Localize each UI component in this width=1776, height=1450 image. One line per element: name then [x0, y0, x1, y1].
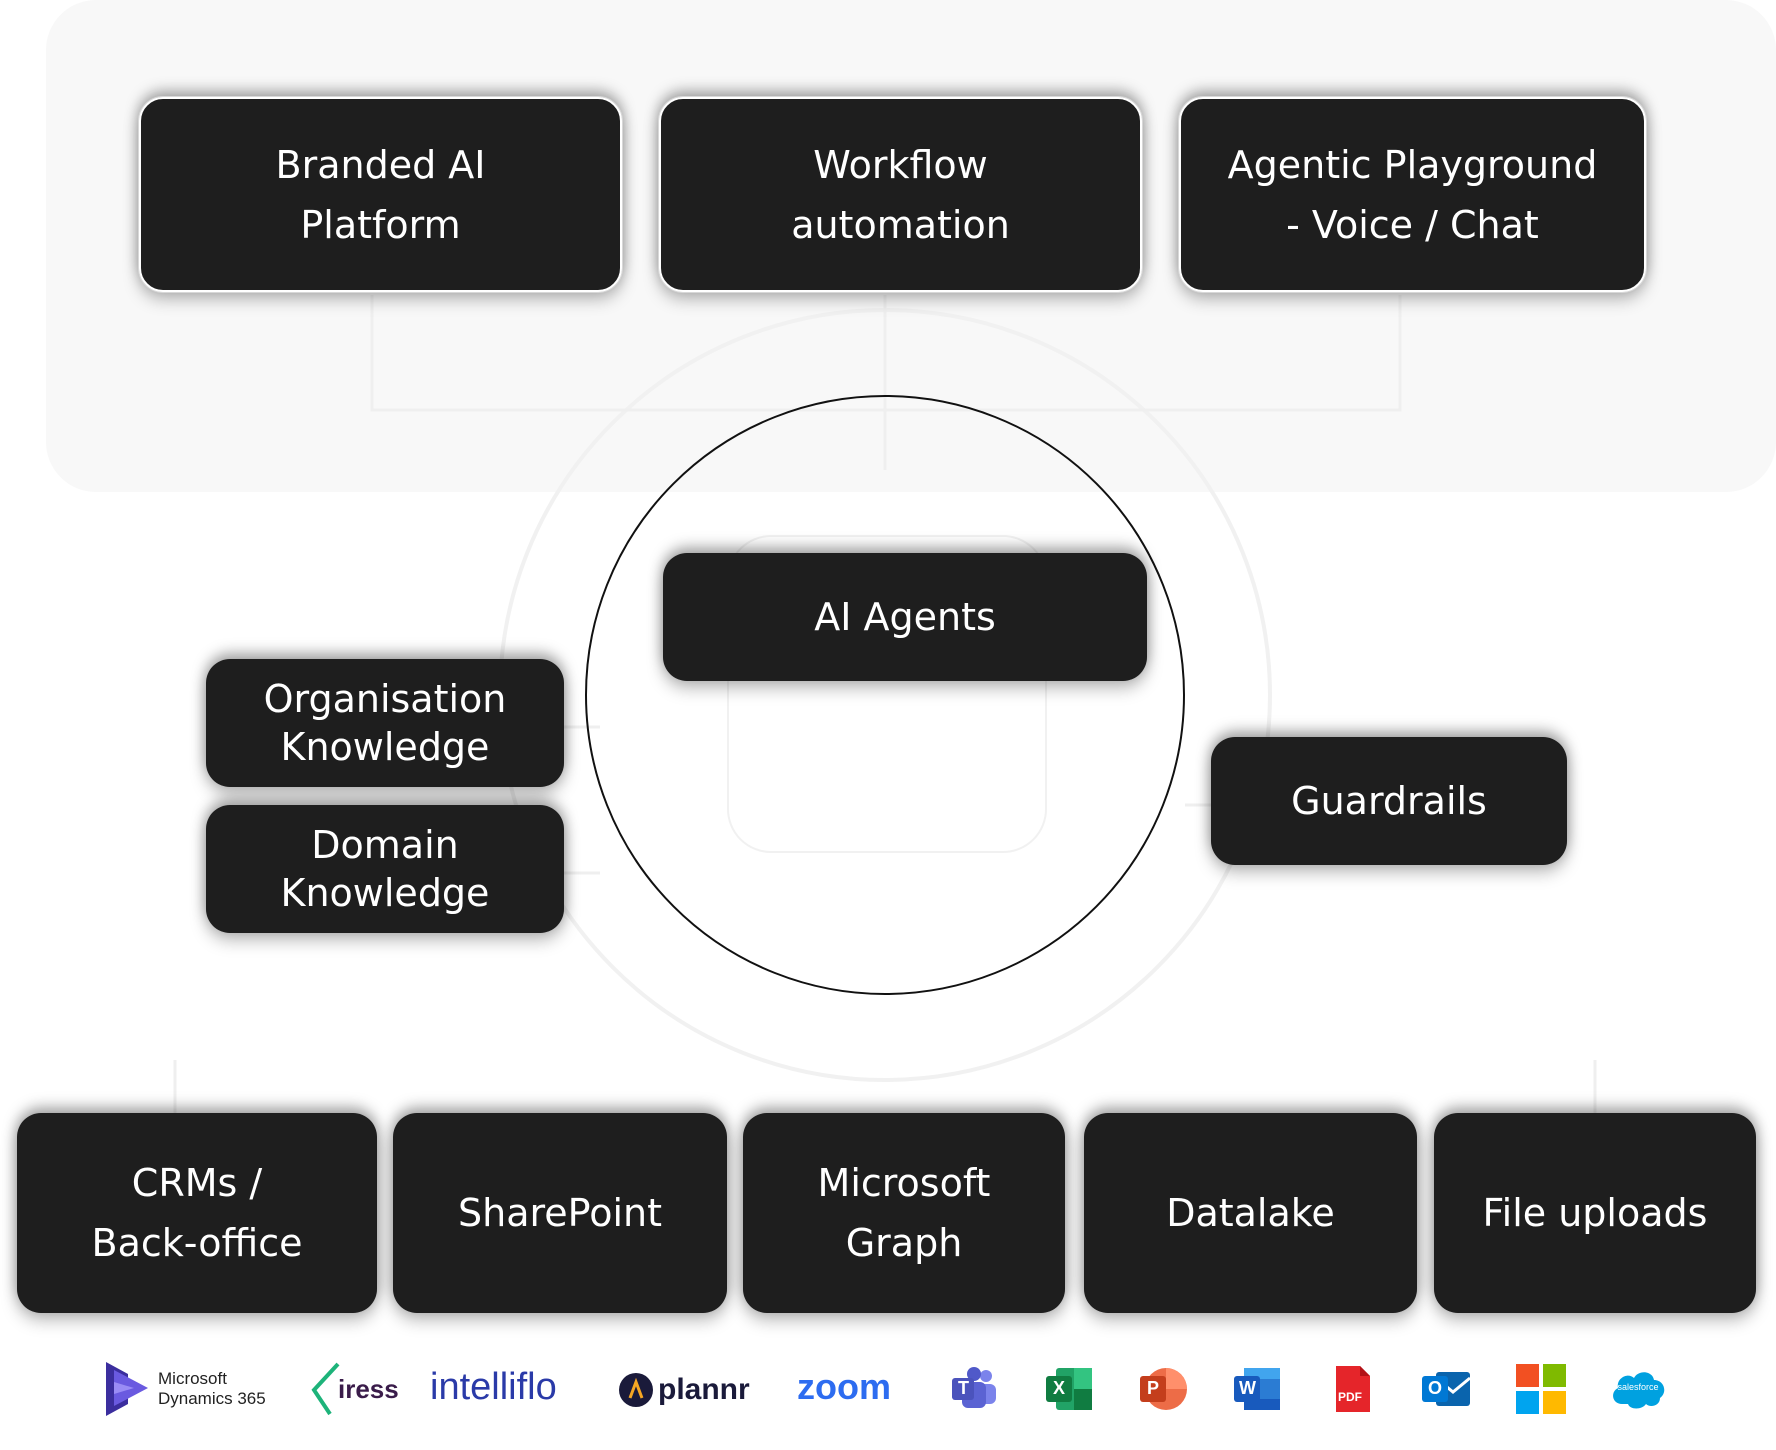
teams-icon: [952, 1367, 996, 1408]
sharepoint-box: SharePoint: [393, 1113, 727, 1313]
ai-agents-label: AI Agents: [814, 595, 996, 639]
crms-back-office-box: CRMs / Back-office: [17, 1113, 377, 1313]
salesforce-wordmark: salesforce: [1617, 1382, 1659, 1392]
outlook-icon: [1422, 1372, 1471, 1406]
microsoft-dynamics-logo: Microsoft Dynamics 365: [104, 1360, 266, 1418]
branded-ai-platform-box: Branded AI Platform: [138, 96, 623, 293]
iress-logo: iress: [310, 1360, 399, 1418]
salesforce-cloud-icon: [1613, 1372, 1665, 1409]
agent-hub-circle: [585, 395, 1185, 995]
microsoft-graph-label: Microsoft Graph: [817, 1161, 991, 1265]
sharepoint-label: SharePoint: [457, 1191, 662, 1235]
dynamics-line1: Microsoft: [158, 1369, 227, 1388]
agentic-playground-box: Agentic Playground - Voice / Chat: [1178, 96, 1647, 293]
microsoft-outlook-logo: O: [1420, 1366, 1472, 1412]
datalake-box: Datalake: [1084, 1113, 1417, 1313]
datalake-label: Datalake: [1166, 1191, 1335, 1235]
microsoft-excel-logo: X: [1044, 1366, 1094, 1412]
domain-knowledge-label: Domain Knowledge: [280, 823, 490, 915]
microsoft-word-logo: W: [1232, 1366, 1282, 1412]
workflow-automation-box: Workflow automation: [658, 96, 1143, 293]
microsoft-graph-box: Microsoft Graph: [743, 1113, 1065, 1313]
excel-icon: [1046, 1368, 1092, 1410]
guardrails-label: Guardrails: [1291, 779, 1487, 823]
dynamics-icon: [106, 1362, 148, 1416]
plannr-logo: plannr: [618, 1372, 750, 1408]
intelliflo-wordmark: intelliflo: [430, 1366, 557, 1408]
iress-wordmark: iress: [338, 1373, 399, 1404]
file-uploads-box: File uploads: [1434, 1113, 1756, 1313]
excel-letter: X: [1053, 1378, 1066, 1398]
salesforce-logo: salesforce: [1608, 1368, 1668, 1410]
powerpoint-letter: P: [1147, 1378, 1160, 1398]
word-letter: W: [1239, 1378, 1256, 1398]
powerpoint-icon: [1140, 1368, 1187, 1410]
intelliflo-logo: intelliflo: [430, 1366, 557, 1409]
microsoft-logo: [1516, 1364, 1566, 1414]
microsoft-powerpoint-logo: P: [1138, 1366, 1188, 1412]
organisation-knowledge-box: Organisation Knowledge: [206, 659, 564, 787]
file-uploads-label: File uploads: [1482, 1191, 1708, 1235]
crms-back-office-label: CRMs / Back-office: [91, 1161, 303, 1265]
pdf-file-icon: [1336, 1366, 1370, 1412]
word-icon: [1234, 1368, 1280, 1410]
iress-mark-icon: [311, 1362, 340, 1416]
dynamics-line2: Dynamics 365: [158, 1389, 266, 1408]
guardrails-box: Guardrails: [1211, 737, 1567, 865]
microsoft-teams-logo: T: [950, 1366, 998, 1412]
zoom-logo: zoom: [797, 1366, 891, 1408]
workflow-automation-label: Workflow automation: [791, 142, 1010, 247]
domain-knowledge-box: Domain Knowledge: [206, 805, 564, 933]
teams-letter: T: [958, 1378, 969, 1398]
outlook-letter: O: [1428, 1378, 1443, 1398]
ai-agents-box: AI Agents: [663, 553, 1147, 681]
plannr-mark-icon: [619, 1373, 653, 1407]
plannr-wordmark: plannr: [658, 1373, 750, 1406]
agentic-playground-label: Agentic Playground - Voice / Chat: [1227, 142, 1598, 247]
zoom-wordmark: zoom: [797, 1366, 891, 1407]
pdf-letter: PDF: [1338, 1390, 1362, 1404]
organisation-knowledge-label: Organisation Knowledge: [263, 677, 507, 769]
branded-ai-platform-label: Branded AI Platform: [275, 142, 486, 247]
integration-logos: Microsoft Dynamics 365 iress intelliflo …: [0, 1350, 1776, 1430]
pdf-logo: PDF: [1334, 1364, 1372, 1414]
microsoft-windows-icon: [1516, 1364, 1566, 1414]
